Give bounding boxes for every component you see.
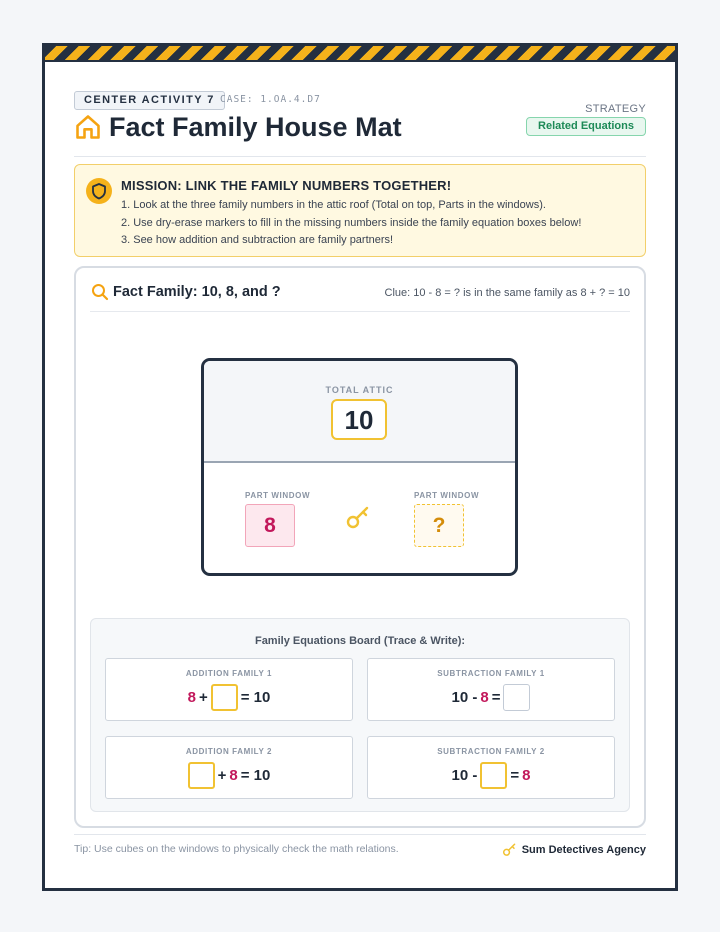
equation-card: ADDITION FAMILY 2 + 8 = 10 (105, 736, 353, 799)
equation-result: = (510, 767, 520, 784)
equation-label: ADDITION FAMILY 1 (185, 669, 273, 678)
answer-blank[interactable] (187, 762, 215, 789)
mission-title: MISSION: LINK THE FAMILY NUMBERS TOGETHE… (121, 178, 452, 193)
fact-family-title: Fact Family: 10, 8, and ? (113, 284, 281, 300)
page-title: Fact Family House Mat (109, 112, 402, 142)
clue-text: Clue: 10 - 8 = ? is in the same family a… (384, 287, 631, 299)
equation-label: ADDITION FAMILY 2 (185, 747, 273, 756)
equation-label: SUBTRACTION FAMILY 1 (437, 669, 545, 678)
activity-tag: CENTER ACTIVITY 7 (74, 91, 225, 110)
hazard-stripe (45, 46, 675, 62)
header: CENTER ACTIVITY 7 CASE: 1.OA.4.D7 Fact F… (74, 91, 646, 161)
equation-label: SUBTRACTION FAMILY 2 (437, 747, 545, 756)
fact-family-card: Fact Family: 10, 8, and ? Clue: 10 - 8 =… (74, 266, 646, 828)
search-icon (92, 284, 109, 301)
equation-result: = (491, 689, 501, 706)
activity-sheet: CENTER ACTIVITY 7 CASE: 1.OA.4.D7 Fact F… (42, 43, 678, 891)
divider (74, 834, 646, 835)
agency-credit: Sum Detectives Agency (502, 842, 646, 858)
equation-number: 8 (187, 689, 196, 706)
house-icon (76, 115, 100, 139)
equation-number: 8 (522, 767, 531, 784)
strategy-badge: Related Equations (526, 117, 646, 136)
equation-operator: + (198, 689, 208, 706)
case-code: CASE: 1.OA.4.D7 (220, 94, 321, 105)
equation-card: SUBTRACTION FAMILY 1 10 - 8 = (367, 658, 615, 721)
divider (74, 156, 646, 157)
board-title: Family Equations Board (Trace & Write): (254, 635, 466, 647)
part-window-left[interactable]: 8 (245, 504, 295, 547)
divider (90, 311, 630, 312)
part-window-label: PART WINDOW (245, 491, 311, 500)
shield-icon (86, 178, 112, 204)
equation-number: 8 (229, 767, 238, 784)
equation-card: SUBTRACTION FAMILY 2 10 - = 8 (367, 736, 615, 799)
key-icon (502, 843, 516, 856)
part-window-right[interactable]: ? (414, 504, 464, 547)
equation-line: 8 + = 10 (106, 684, 352, 711)
equation-result: = 10 (240, 689, 271, 706)
answer-blank[interactable] (210, 684, 238, 711)
answer-blank[interactable] (480, 762, 508, 789)
tip-text: Tip: Use cubes on the windows to physica… (74, 843, 399, 855)
attic-label: TOTAL ATTIC (325, 385, 394, 395)
equation-number: 8 (480, 689, 489, 706)
key-icon (346, 506, 369, 529)
equation-number: 10 - (451, 767, 478, 784)
equations-board: Family Equations Board (Trace & Write): … (90, 618, 630, 812)
equation-number: 10 - (451, 689, 478, 706)
mission-step: 1. Look at the three family numbers in t… (121, 199, 546, 211)
part-window-label: PART WINDOW (414, 491, 480, 500)
mission-step: 2. Use dry-erase markers to fill in the … (121, 216, 582, 229)
equation-line: 10 - = 8 (368, 762, 614, 789)
total-box[interactable]: 10 (331, 399, 387, 440)
agency-name: Sum Detectives Agency (521, 844, 646, 856)
answer-blank[interactable] (503, 684, 531, 711)
equation-line: 10 - 8 = (368, 684, 614, 711)
number-house: TOTAL ATTIC 10 PART WINDOW 8 PART WINDOW… (201, 358, 518, 576)
equation-line: + 8 = 10 (106, 762, 352, 789)
strategy-label: STRATEGY (585, 103, 646, 115)
equation-card: ADDITION FAMILY 1 8 + = 10 (105, 658, 353, 721)
equation-operator: + (217, 767, 227, 784)
mission-steps: 1. Look at the three family numbers in t… (121, 197, 581, 250)
mission-step: 3. See how addition and subtraction are … (121, 234, 394, 246)
attic-section: TOTAL ATTIC 10 (204, 361, 515, 463)
equation-result: = 10 (240, 767, 271, 784)
mission-panel: MISSION: LINK THE FAMILY NUMBERS TOGETHE… (74, 164, 646, 257)
